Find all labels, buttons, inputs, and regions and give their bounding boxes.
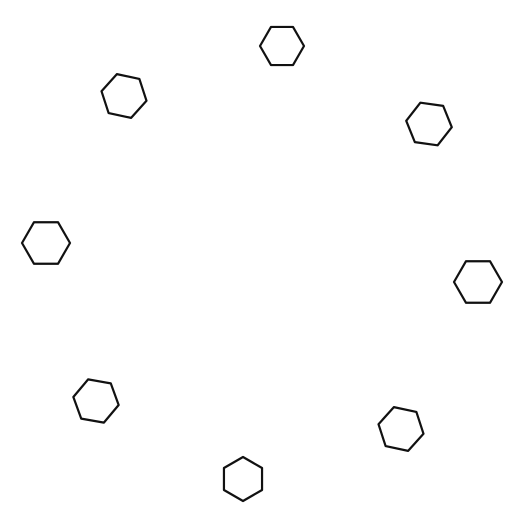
hexagon-icon [258, 25, 306, 67]
hexagon-icon [100, 73, 148, 119]
hexagon-icon [452, 260, 504, 304]
hexagon-icon [222, 455, 264, 503]
hexagon-icon [72, 378, 120, 424]
hexagon-icon [377, 406, 425, 452]
hexagon-icon [405, 101, 453, 147]
hexagon-icon [20, 221, 72, 265]
hexagon-group [20, 25, 504, 503]
